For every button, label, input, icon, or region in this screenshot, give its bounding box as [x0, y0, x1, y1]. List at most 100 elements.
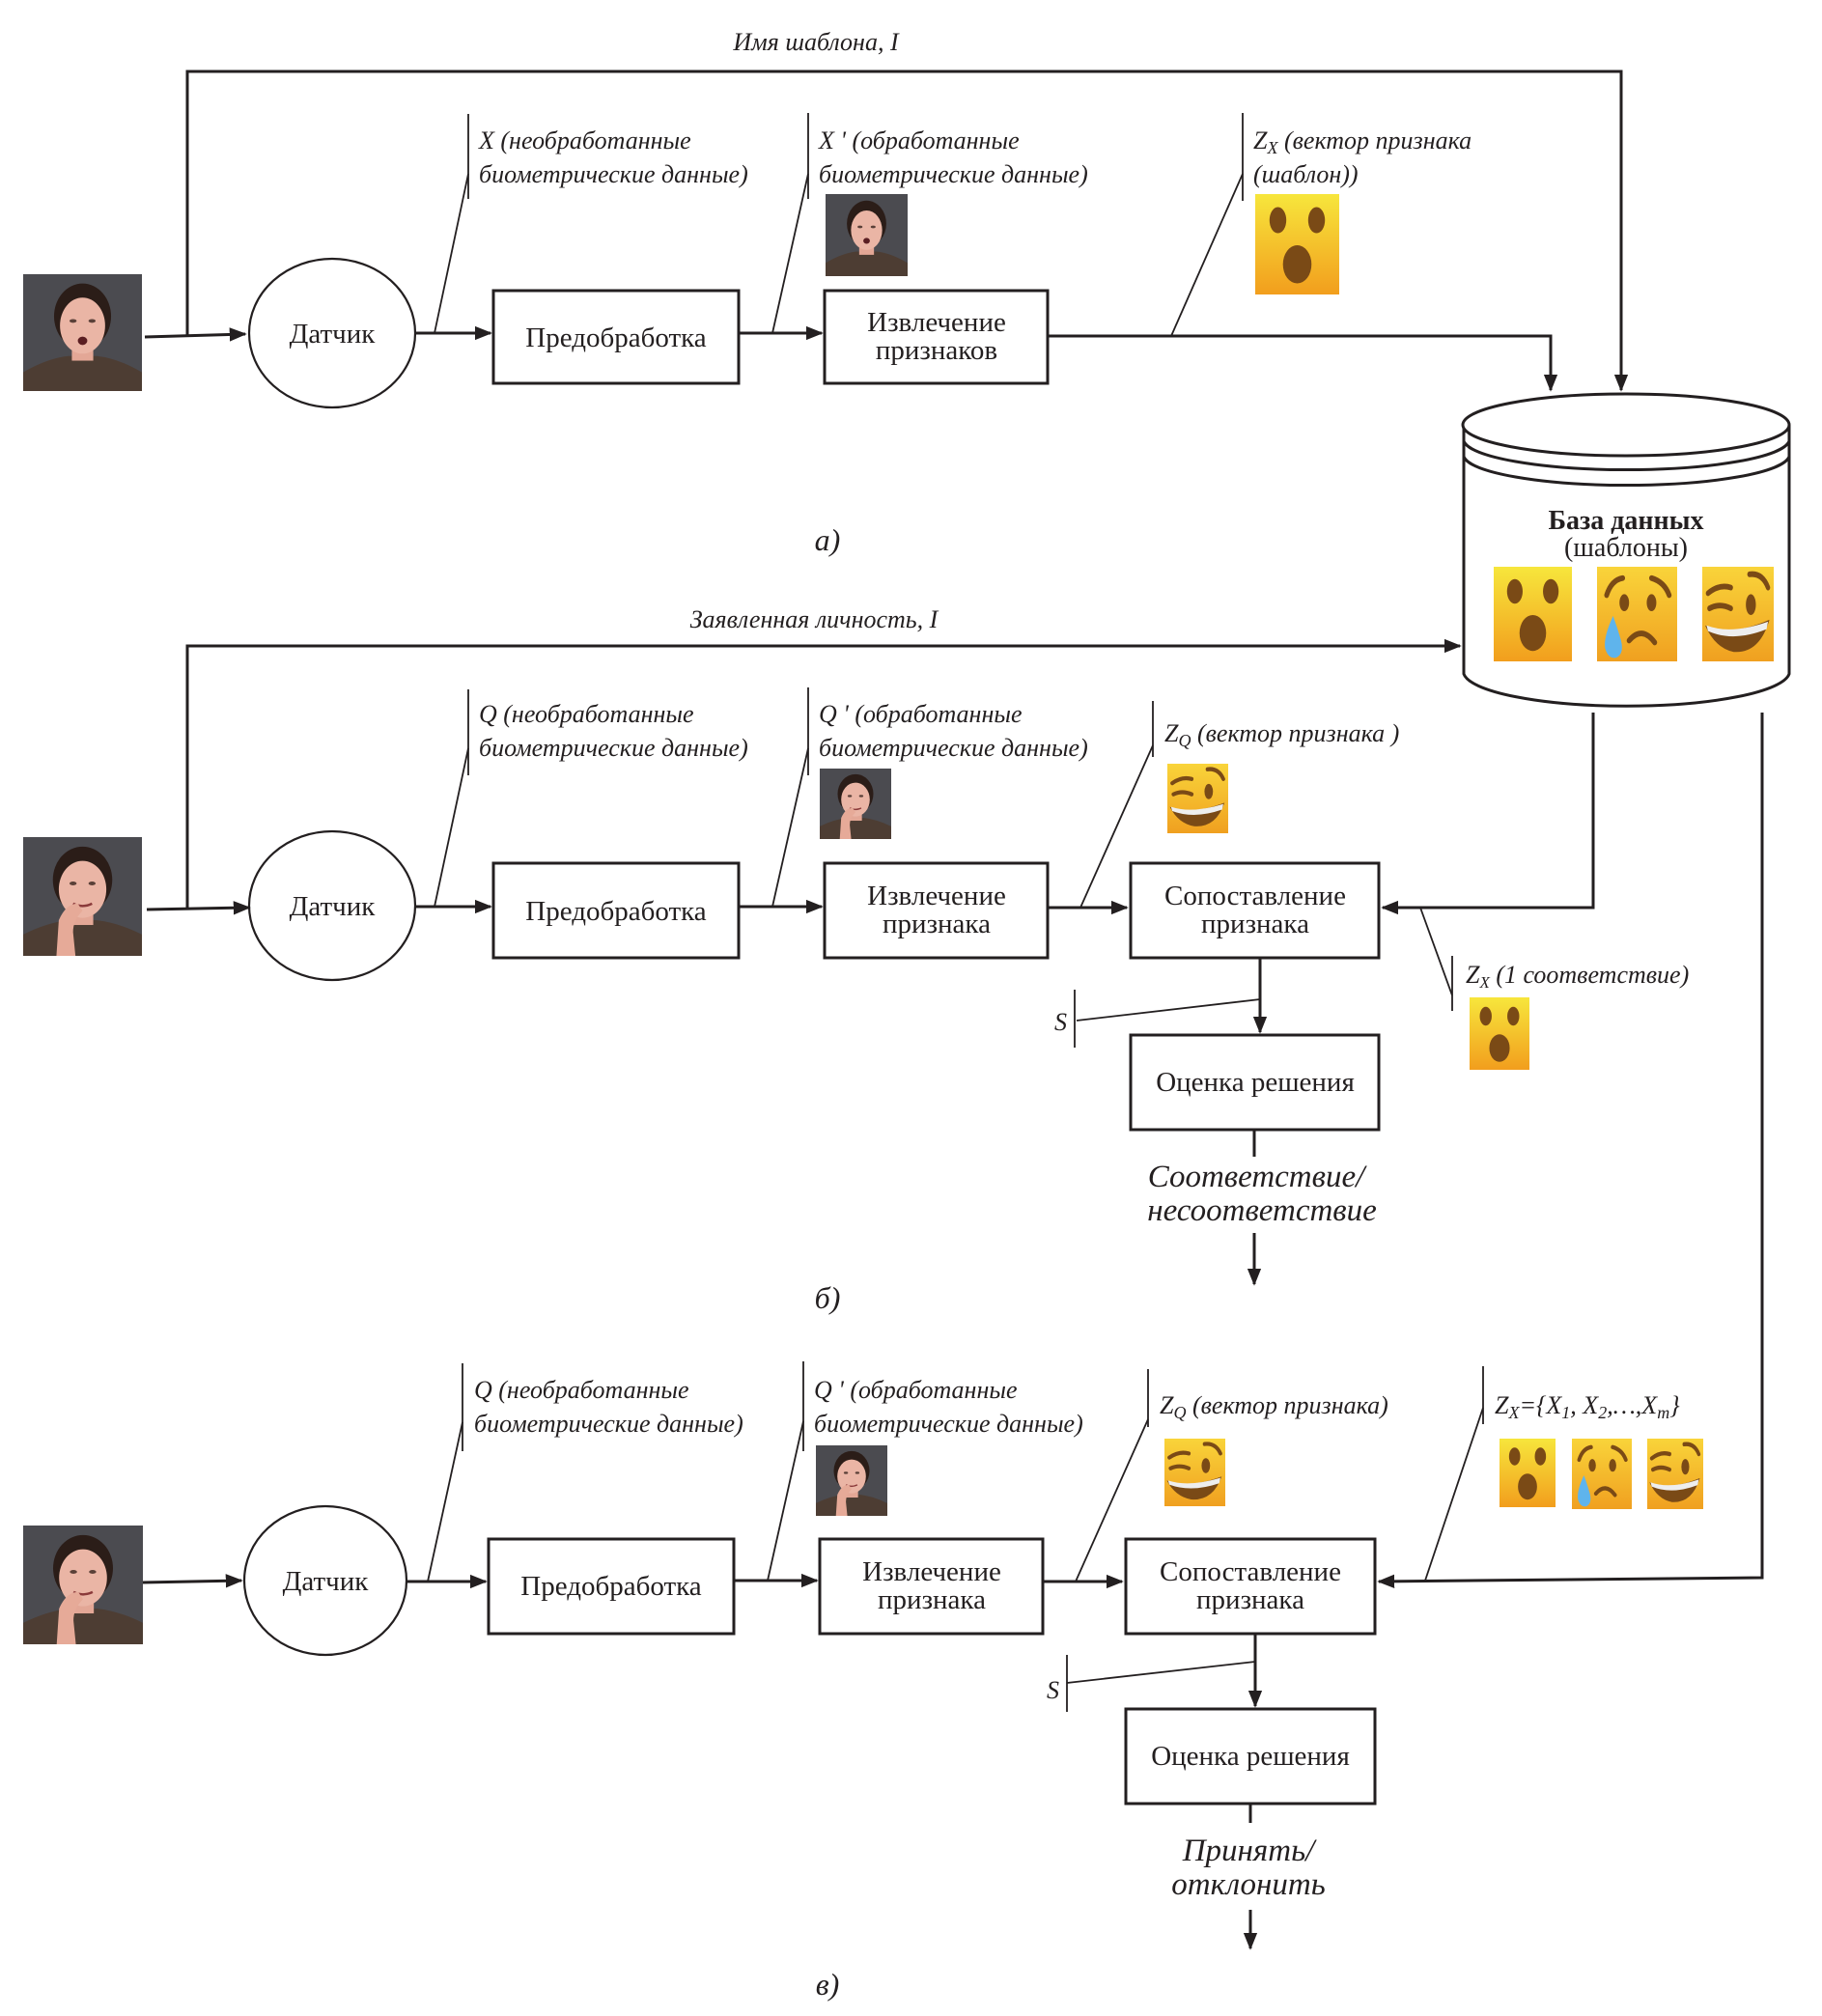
decision-label: Оценка решения — [1156, 1067, 1355, 1098]
caption-b: б) — [815, 1280, 841, 1315]
query-smirking-emoji — [1167, 764, 1228, 833]
template-set-part: } — [1669, 1391, 1680, 1419]
preprocessing-box — [491, 861, 741, 960]
raw-data-leader — [434, 173, 469, 334]
face-photo-nervous — [23, 1526, 143, 1644]
feature-vector-subscript: Q — [1178, 731, 1191, 750]
template-name-label: Имя шаблона, I — [732, 28, 900, 56]
database-to-matching-arrow — [1381, 713, 1595, 915]
processed-data-leader — [771, 173, 809, 334]
set-emoji-crying — [1572, 1439, 1632, 1509]
photo-to-sensor-arrow — [142, 1574, 243, 1588]
database-to-identification-matching-arrow — [1377, 713, 1764, 1589]
extraction-label-line1: Извлечение — [862, 1556, 1001, 1587]
feature-vector-subscript: Q — [1173, 1403, 1186, 1422]
processed-face-photo — [816, 1445, 887, 1516]
score-leader — [1076, 998, 1261, 1022]
decision-box — [1124, 1707, 1377, 1806]
template-set-subscript: X — [1507, 1403, 1520, 1422]
template-set-leader — [1424, 1407, 1484, 1582]
preprocessing-label: Предобработка — [520, 1571, 702, 1602]
database-subtitle: (шаблоны) — [1564, 533, 1688, 563]
feature-vector-label-line1: ZX (вектор признака — [1253, 126, 1472, 157]
raw-data-label-line1: Q (необработанные — [474, 1376, 689, 1404]
raw-data-leader — [427, 1421, 463, 1582]
sensor-label: Датчик — [290, 319, 377, 350]
set-emoji-smirking — [1647, 1439, 1703, 1509]
database-cylinder-top — [1461, 392, 1791, 458]
extraction-to-database-arrow — [1048, 334, 1558, 392]
extraction-label-line1: Извлечение — [867, 881, 1006, 911]
score-leader — [1066, 1661, 1256, 1684]
caption-a: а) — [815, 522, 841, 557]
raw-data-leader — [434, 747, 469, 908]
template-set-label: ZX={X1, X2,…,Xm} — [1495, 1391, 1680, 1422]
template-database: База данных (шаблоны) — [1461, 392, 1791, 708]
feature-matching-box — [1124, 1537, 1377, 1636]
section-a-enrollment: Имя шаблона, I Датчик X (необработанные … — [23, 28, 1629, 557]
database-emoji-surprised — [1494, 567, 1572, 661]
match-template-desc: (1 соответствие) — [1490, 961, 1689, 989]
output-label-line2: несоответствие — [1147, 1193, 1377, 1228]
decision-box — [1129, 1033, 1381, 1132]
decision-label: Оценка решения — [1151, 1741, 1350, 1772]
database-emoji-smirking — [1702, 567, 1774, 661]
matching-label-line2: признака — [1196, 1584, 1304, 1615]
processed-data-leader — [767, 1420, 804, 1582]
raw-data-label-line2: биометрические данные) — [479, 160, 748, 188]
output-label-line2: отклонить — [1171, 1867, 1325, 1902]
match-template-subscript: X — [1478, 973, 1490, 992]
feature-vector-label-line2: (шаблон)) — [1253, 160, 1359, 188]
claimed-identity-connector — [185, 638, 1462, 909]
template-set-part: ={X — [1519, 1391, 1562, 1419]
feature-extraction-box — [823, 289, 1050, 385]
processed-data-leader — [771, 747, 809, 908]
extraction-label-line2: признака — [883, 909, 991, 939]
template-set-sub-1: 1 — [1561, 1403, 1570, 1422]
photo-to-sensor-arrow — [144, 327, 247, 342]
processed-data-label-line2: биометрические данные) — [814, 1410, 1083, 1438]
set-emoji-surprised — [1500, 1439, 1556, 1507]
feature-vector-leader — [1075, 1418, 1149, 1582]
template-set-part: ,…,X — [1607, 1391, 1658, 1419]
sensor-label: Датчик — [290, 891, 377, 922]
database-ring-1 — [1462, 440, 1791, 472]
feature-vector-desc: (вектор признака — [1277, 126, 1472, 154]
raw-data-label-line1: Q (необработанные — [479, 700, 694, 728]
template-set-part: , X — [1570, 1391, 1599, 1419]
feature-vector-label: ZQ (вектор признака) — [1160, 1391, 1388, 1422]
score-label: S — [1047, 1676, 1059, 1704]
preprocessing-label: Предобработка — [525, 896, 707, 927]
template-set-symbol: Z — [1495, 1391, 1509, 1419]
template-set-sub-m: m — [1657, 1403, 1669, 1422]
match-template-leader — [1419, 907, 1453, 996]
photo-to-sensor-arrow — [146, 901, 251, 915]
face-photo-surprised — [23, 274, 142, 391]
processed-data-label-line1: Q ' (обработанные — [814, 1376, 1018, 1404]
feature-vector-leader — [1079, 744, 1154, 909]
feature-vector-label: ZQ (вектор признака ) — [1164, 719, 1399, 750]
feature-vector-leader — [1170, 173, 1244, 337]
preprocessing-box — [491, 289, 741, 385]
extraction-label-line2: признака — [878, 1584, 986, 1615]
preprocessing-label: Предобработка — [525, 322, 707, 353]
database-emoji-crying — [1597, 567, 1677, 661]
database-cylinder-body — [1462, 425, 1791, 708]
template-set-sub-2: 2 — [1598, 1403, 1607, 1422]
sensor-label: Датчик — [283, 1566, 370, 1597]
matching-label-line1: Сопоставление — [1164, 881, 1346, 911]
matching-label-line2: признака — [1201, 909, 1309, 939]
processed-data-label-line2: биометрические данные) — [819, 160, 1088, 188]
feature-vector-desc: (вектор признака ) — [1191, 719, 1399, 747]
database-title: База данных — [1548, 506, 1703, 536]
feature-extraction-box — [823, 861, 1050, 960]
section-c-identification: Датчик Q (необработанные биометрические … — [23, 1361, 1703, 2002]
processed-data-label-line1: X ' (обработанные — [818, 126, 1020, 154]
preprocessing-box — [487, 1537, 736, 1636]
database-ring-2 — [1462, 456, 1791, 488]
processed-face-photo — [826, 194, 908, 276]
feature-vector-symbol: Z — [1164, 719, 1179, 747]
feature-vector-subscript: X — [1266, 138, 1278, 157]
match-template-symbol: Z — [1466, 961, 1480, 989]
